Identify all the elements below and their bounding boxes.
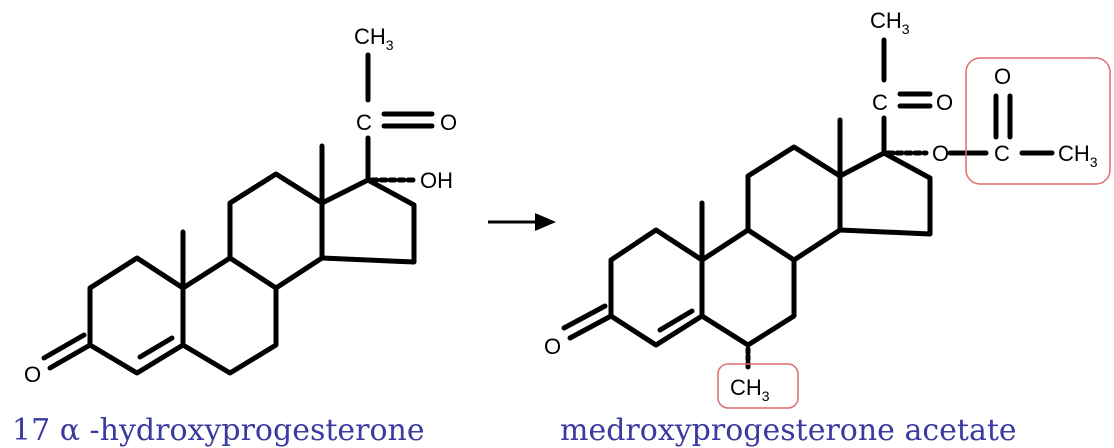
left-carbonyl-oxygen: O — [440, 110, 457, 135]
right-ester-oxygen: O — [932, 141, 949, 166]
right-alkene-bond — [657, 308, 695, 333]
right-ketone-bond-1 — [567, 313, 614, 341]
right-acetyl-oxygen: O — [994, 64, 1011, 89]
left-ring-d — [319, 177, 417, 265]
right-molecule-caption: medroxyprogesterone acetate — [560, 413, 1017, 448]
right-ring-d — [837, 150, 933, 237]
left-ketone-bond-2 — [41, 332, 87, 361]
right-ketone-oxygen: O — [544, 334, 561, 359]
right-c6-methyl-label: CH3 — [730, 375, 770, 404]
left-carbonyl-carbon: C — [356, 110, 372, 135]
left-methyl-label: CH3 — [354, 24, 394, 53]
right-ketone-bond-2 — [561, 303, 608, 331]
right-ring-b — [699, 227, 797, 348]
left-ring-b — [180, 255, 279, 376]
left-alkene-bond — [137, 335, 175, 360]
left-ring-c — [227, 171, 325, 291]
left-ketone-bond-1 — [47, 342, 93, 371]
right-ring-a — [608, 227, 705, 348]
right-ring-c — [745, 144, 843, 263]
left-hydroxyl-label: OH — [420, 168, 453, 193]
right-methyl-label: CH3 — [870, 8, 910, 37]
left-molecule: O C O CH3 OH — [24, 24, 457, 387]
right-carbonyl-oxygen: O — [936, 90, 953, 115]
right-carbonyl-carbon: C — [872, 90, 888, 115]
left-molecule-caption: 17 α -hydroxyprogesterone — [12, 413, 425, 448]
right-acetyl-carbon: C — [994, 141, 1010, 166]
right-acetyl-methyl-label: CH3 — [1058, 141, 1098, 170]
right-molecule: O CH3 C O CH3 O C O CH3 — [544, 8, 1111, 409]
left-ketone-oxygen: O — [24, 362, 41, 387]
right-c6-methyl-highlight — [717, 363, 799, 409]
right-acetyl-highlight — [965, 57, 1111, 185]
left-ring-a — [87, 255, 186, 376]
reaction-arrow — [488, 213, 556, 231]
arrow-head — [535, 213, 556, 231]
